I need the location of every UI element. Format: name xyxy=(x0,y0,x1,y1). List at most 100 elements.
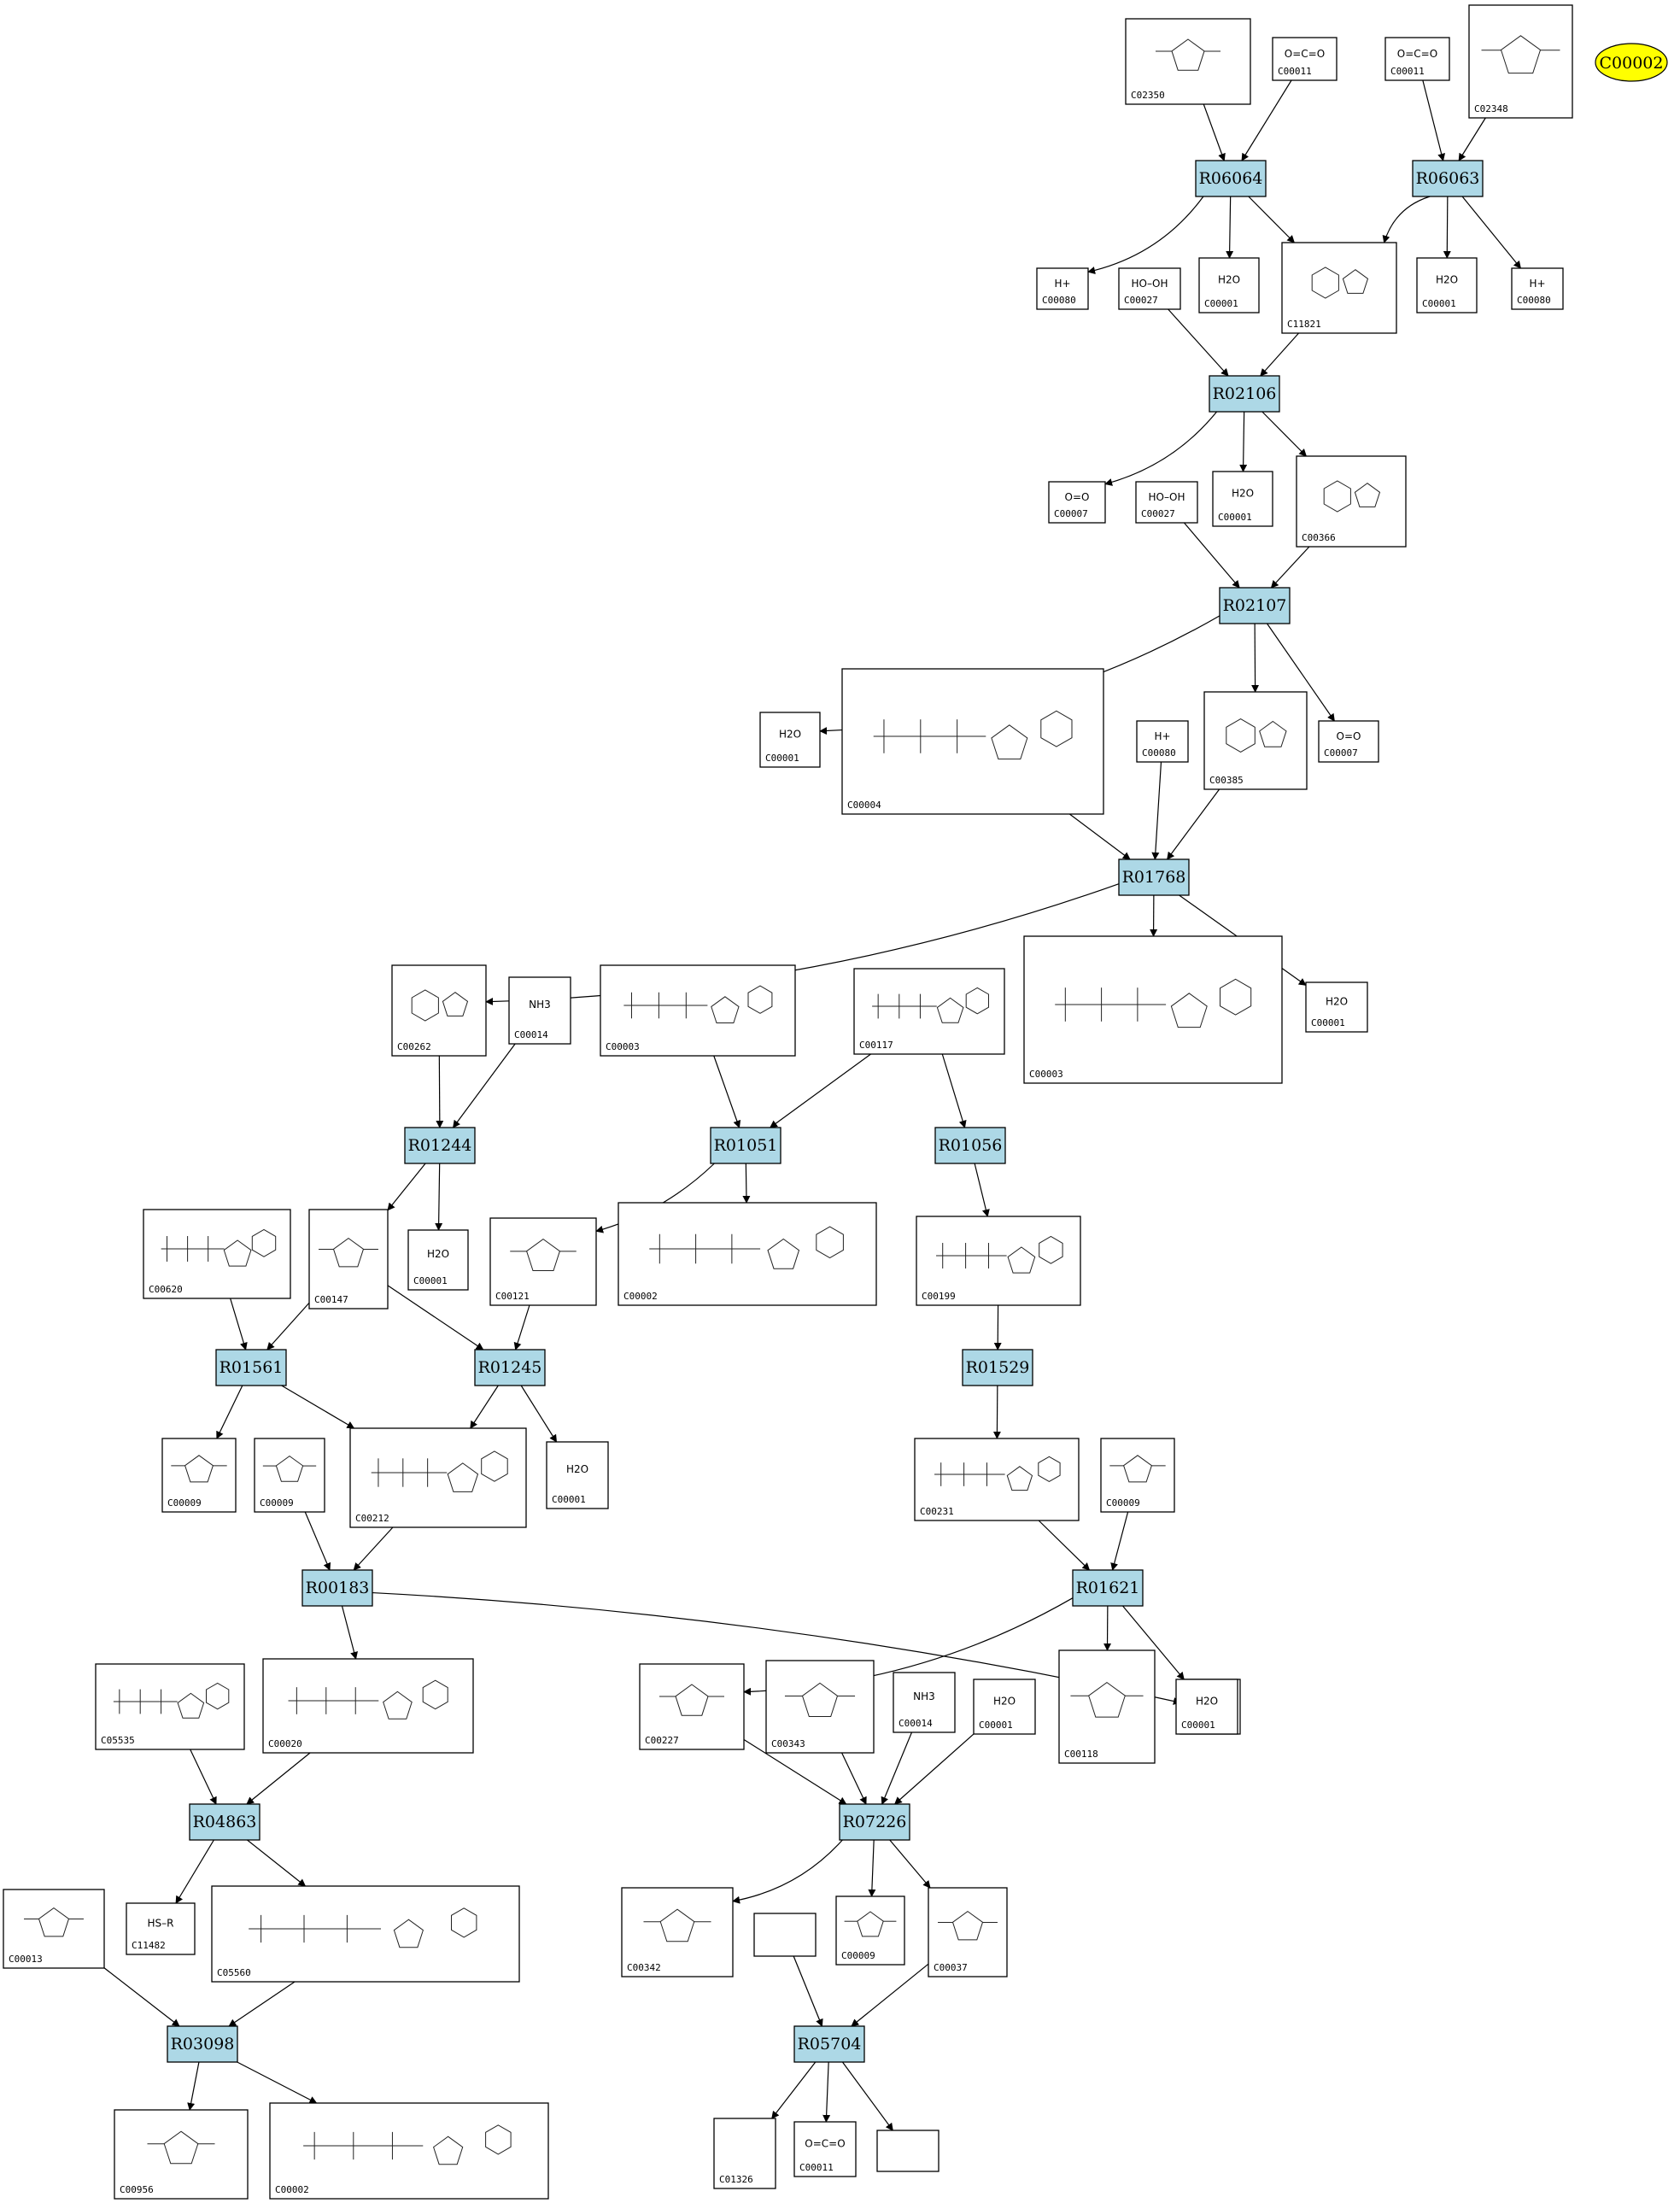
structure-drawing xyxy=(161,1228,277,1267)
reaction-node[interactable]: R01621 xyxy=(1072,1569,1144,1607)
compound-formula: HO–OH xyxy=(1149,491,1185,503)
compound-node[interactable]: C00118 xyxy=(1058,1649,1156,1764)
compound-node[interactable]: C00199 xyxy=(916,1216,1081,1306)
reaction-node[interactable]: R03098 xyxy=(167,2025,238,2063)
compound-node[interactable]: C00212 xyxy=(349,1427,527,1528)
compound-node[interactable]: C00037 xyxy=(928,1887,1008,1977)
compound-id: C00080 xyxy=(1142,747,1176,759)
compound-node[interactable]: C00342 xyxy=(621,1887,734,1977)
compound-formula: O=O xyxy=(1065,491,1090,503)
compound-node[interactable]: C00009 xyxy=(1100,1438,1175,1513)
reaction-label: R06063 xyxy=(1416,169,1480,188)
compound-node[interactable]: C00231 xyxy=(914,1438,1080,1521)
compound-node[interactable]: C00003 xyxy=(600,964,796,1057)
compound-node[interactable]: C05560 xyxy=(211,1885,520,1983)
compound-box xyxy=(713,2118,776,2189)
compound-node[interactable]: C00002 xyxy=(269,2102,549,2200)
pathway-edge xyxy=(1087,196,1204,274)
compound-node[interactable]: C00956 xyxy=(114,2109,249,2200)
compound-node[interactable]: H+C00080 xyxy=(1036,267,1089,310)
compound-node[interactable]: C00013 xyxy=(3,1889,105,1969)
compound-box xyxy=(1100,1438,1175,1513)
reaction-node[interactable]: R01051 xyxy=(710,1127,781,1164)
pathway-edge xyxy=(1422,79,1446,161)
reaction-node[interactable]: R01245 xyxy=(474,1349,546,1386)
reaction-node[interactable]: R01244 xyxy=(404,1127,476,1164)
reaction-node[interactable]: R01529 xyxy=(962,1349,1033,1386)
structure-drawing xyxy=(1156,38,1220,71)
compound-node[interactable]: C00009 xyxy=(835,1895,905,1966)
compound-node[interactable]: C05535 xyxy=(95,1663,245,1750)
compound-node[interactable]: C00002 xyxy=(618,1202,877,1306)
compound-node[interactable]: C00020 xyxy=(262,1658,474,1754)
compound-node[interactable]: C00343 xyxy=(765,1660,875,1754)
compound-box xyxy=(95,1663,245,1750)
compound-node[interactable]: C00009 xyxy=(161,1438,237,1513)
compound-formula: O=C=O xyxy=(805,2137,845,2149)
reaction-box xyxy=(474,1349,546,1386)
structure-drawing xyxy=(24,1907,84,1937)
target-compound-node[interactable]: C00002 xyxy=(1595,43,1668,82)
compound-node[interactable]: C02350 xyxy=(1125,18,1251,105)
compound-node[interactable]: C11821 xyxy=(1281,242,1397,334)
compound-box xyxy=(893,1672,956,1733)
compound-node[interactable]: C00009 xyxy=(254,1438,325,1513)
reaction-label: R01561 xyxy=(220,1358,284,1377)
reaction-node[interactable]: R02106 xyxy=(1209,375,1280,413)
compound-formula: O=C=O xyxy=(1397,48,1437,60)
reaction-node[interactable]: R01056 xyxy=(934,1127,1006,1164)
compound-node[interactable]: C00121 xyxy=(489,1217,597,1306)
compound-node[interactable]: C00147 xyxy=(308,1209,389,1309)
pathway-edge xyxy=(187,2061,200,2111)
structure-drawing xyxy=(171,1455,227,1483)
pathway-edge xyxy=(453,1043,516,1128)
reaction-label: R02107 xyxy=(1223,596,1287,615)
reaction-node[interactable]: R06063 xyxy=(1412,160,1484,197)
reaction-node[interactable]: R07226 xyxy=(839,1803,910,1841)
reaction-node[interactable]: R00183 xyxy=(301,1569,373,1607)
compound-id: C00020 xyxy=(268,1738,302,1749)
reaction-node[interactable]: R05704 xyxy=(793,2025,865,2063)
reaction-node[interactable]: R01768 xyxy=(1118,858,1190,896)
compound-node[interactable]: C00620 xyxy=(143,1209,291,1299)
compound-node[interactable]: C00004 xyxy=(841,668,1104,815)
compound-node[interactable]: C00385 xyxy=(1203,691,1308,790)
compound-id: C00001 xyxy=(979,1720,1013,1731)
compound-node[interactable]: C00117 xyxy=(853,968,1005,1055)
compound-node[interactable]: C00003 xyxy=(1023,935,1283,1084)
reaction-node[interactable]: R01561 xyxy=(215,1349,287,1386)
compound-formula: HO–OH xyxy=(1132,278,1168,290)
compound-node[interactable]: C02348 xyxy=(1468,4,1573,119)
compound-node[interactable] xyxy=(876,2130,940,2172)
reaction-node[interactable]: R02107 xyxy=(1219,587,1291,624)
compound-node[interactable]: C00227 xyxy=(639,1663,745,1750)
reaction-node[interactable]: R04863 xyxy=(189,1803,260,1841)
pathway-edge xyxy=(1260,332,1300,377)
reaction-node[interactable]: R06064 xyxy=(1195,160,1267,197)
compound-node[interactable]: C01326 xyxy=(713,2118,776,2189)
compound-node[interactable]: H+C00080 xyxy=(1511,267,1564,310)
compound-node[interactable] xyxy=(753,1913,817,1957)
compound-node[interactable]: C00262 xyxy=(391,964,487,1057)
compound-node[interactable]: H+C00080 xyxy=(1136,720,1189,763)
compound-node[interactable]: C00366 xyxy=(1296,455,1407,548)
